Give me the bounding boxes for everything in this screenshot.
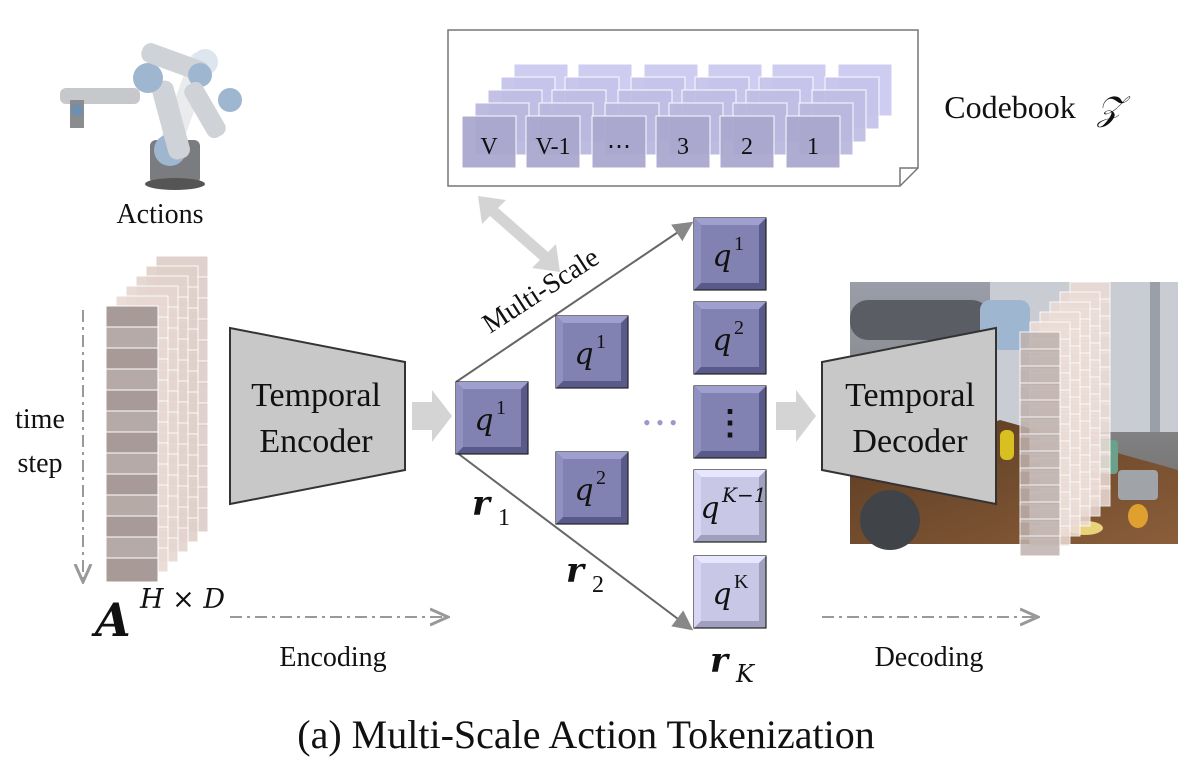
decoder-input-arrow [776,390,816,442]
multiscale-upper-line [455,221,694,383]
action-slab [105,515,159,541]
codebook-entry-tile [525,115,581,169]
action-slab [105,452,159,478]
multiscale-lower-line [455,451,694,631]
svg-text:2: 2 [592,572,604,598]
temporal-encoder-block [229,326,406,506]
action-slab [105,368,159,394]
encoder-output-arrow [412,390,452,442]
svg-text:q: q [712,323,731,358]
svg-text:⋮: ⋮ [713,405,747,442]
robot-arm-illustration [60,43,242,190]
svg-text:q: q [574,337,593,372]
action-matrix-symbol: A [91,593,131,647]
svg-text:1: 1 [496,397,506,419]
action-slab [105,347,159,373]
svg-text:q: q [574,473,593,508]
svg-text:K: K [735,660,756,688]
svg-text:2: 2 [596,467,606,489]
action-slab [105,494,159,520]
reconstructed-slab [1019,535,1061,557]
codebook-entry-label: V-1 [535,134,570,160]
svg-text:r: r [710,641,730,681]
action-slab [105,410,159,436]
action-slab [105,326,159,352]
codebook-entry-tile [461,115,517,169]
codebook-entry-label: 3 [677,134,689,160]
svg-text:1: 1 [734,233,744,255]
codebook-entry-tile [785,115,841,169]
svg-text:q: q [712,577,731,612]
codebook-entries-stack: V V-1 ⋯ 3 2 1 [461,63,893,169]
encoder-label-line2: Encoder [259,423,373,460]
codebook-label: Codebook [944,89,1076,125]
codebook-entry-label: 1 [807,134,819,160]
encoding-label: Encoding [279,642,386,673]
action-slab [105,536,159,562]
action-slab [105,473,159,499]
decoder-label-line1: Temporal [845,377,975,414]
scale-ellipsis: • • • [643,410,677,435]
codebook-panel-fold [899,167,918,186]
figure-caption: (a) Multi-Scale Action Tokenization [297,712,874,757]
temporal-decoder-block [821,326,997,506]
svg-text:r: r [566,551,586,591]
svg-text:1: 1 [498,505,510,531]
svg-text:K: K [734,571,749,593]
residual-r1: r 1 [472,484,510,531]
svg-text:q: q [474,403,493,438]
codebook-entry-label: ⋯ [607,134,631,160]
residual-rK: r K [710,641,756,688]
time-label-2: step [17,448,62,479]
svg-text:2: 2 [734,317,744,339]
action-slab [105,557,159,583]
encoder-label-line1: Temporal [251,377,381,414]
codebook-entry-tile [719,115,775,169]
codebook-symbol: 𝒵 [1096,89,1131,129]
action-slab [105,305,159,331]
action-matrix-superscript: H × D [139,584,225,615]
action-slab [105,431,159,457]
svg-text:K−1: K−1 [721,483,766,507]
codebook-entry-label: 2 [741,134,753,160]
time-label-1: time [15,404,65,435]
svg-text:r: r [472,484,492,524]
reconstructed-action-stack [1019,281,1111,557]
codebook-lookup-arrow [478,196,560,272]
residual-r2: r 2 [566,551,604,598]
svg-text:q: q [700,491,719,526]
action-slab [105,389,159,415]
decoding-label: Decoding [875,642,984,673]
codebook-entry-tile [591,115,647,169]
codebook-entry-label: V [480,134,498,160]
svg-text:1: 1 [596,331,606,353]
decoder-label-line2: Decoder [852,423,968,460]
token-tile: ⋮ [693,385,767,459]
actions-label: Actions [116,199,203,230]
svg-text:q: q [712,239,731,274]
action-chunk-stack [105,255,209,583]
codebook-entry-tile [655,115,711,169]
